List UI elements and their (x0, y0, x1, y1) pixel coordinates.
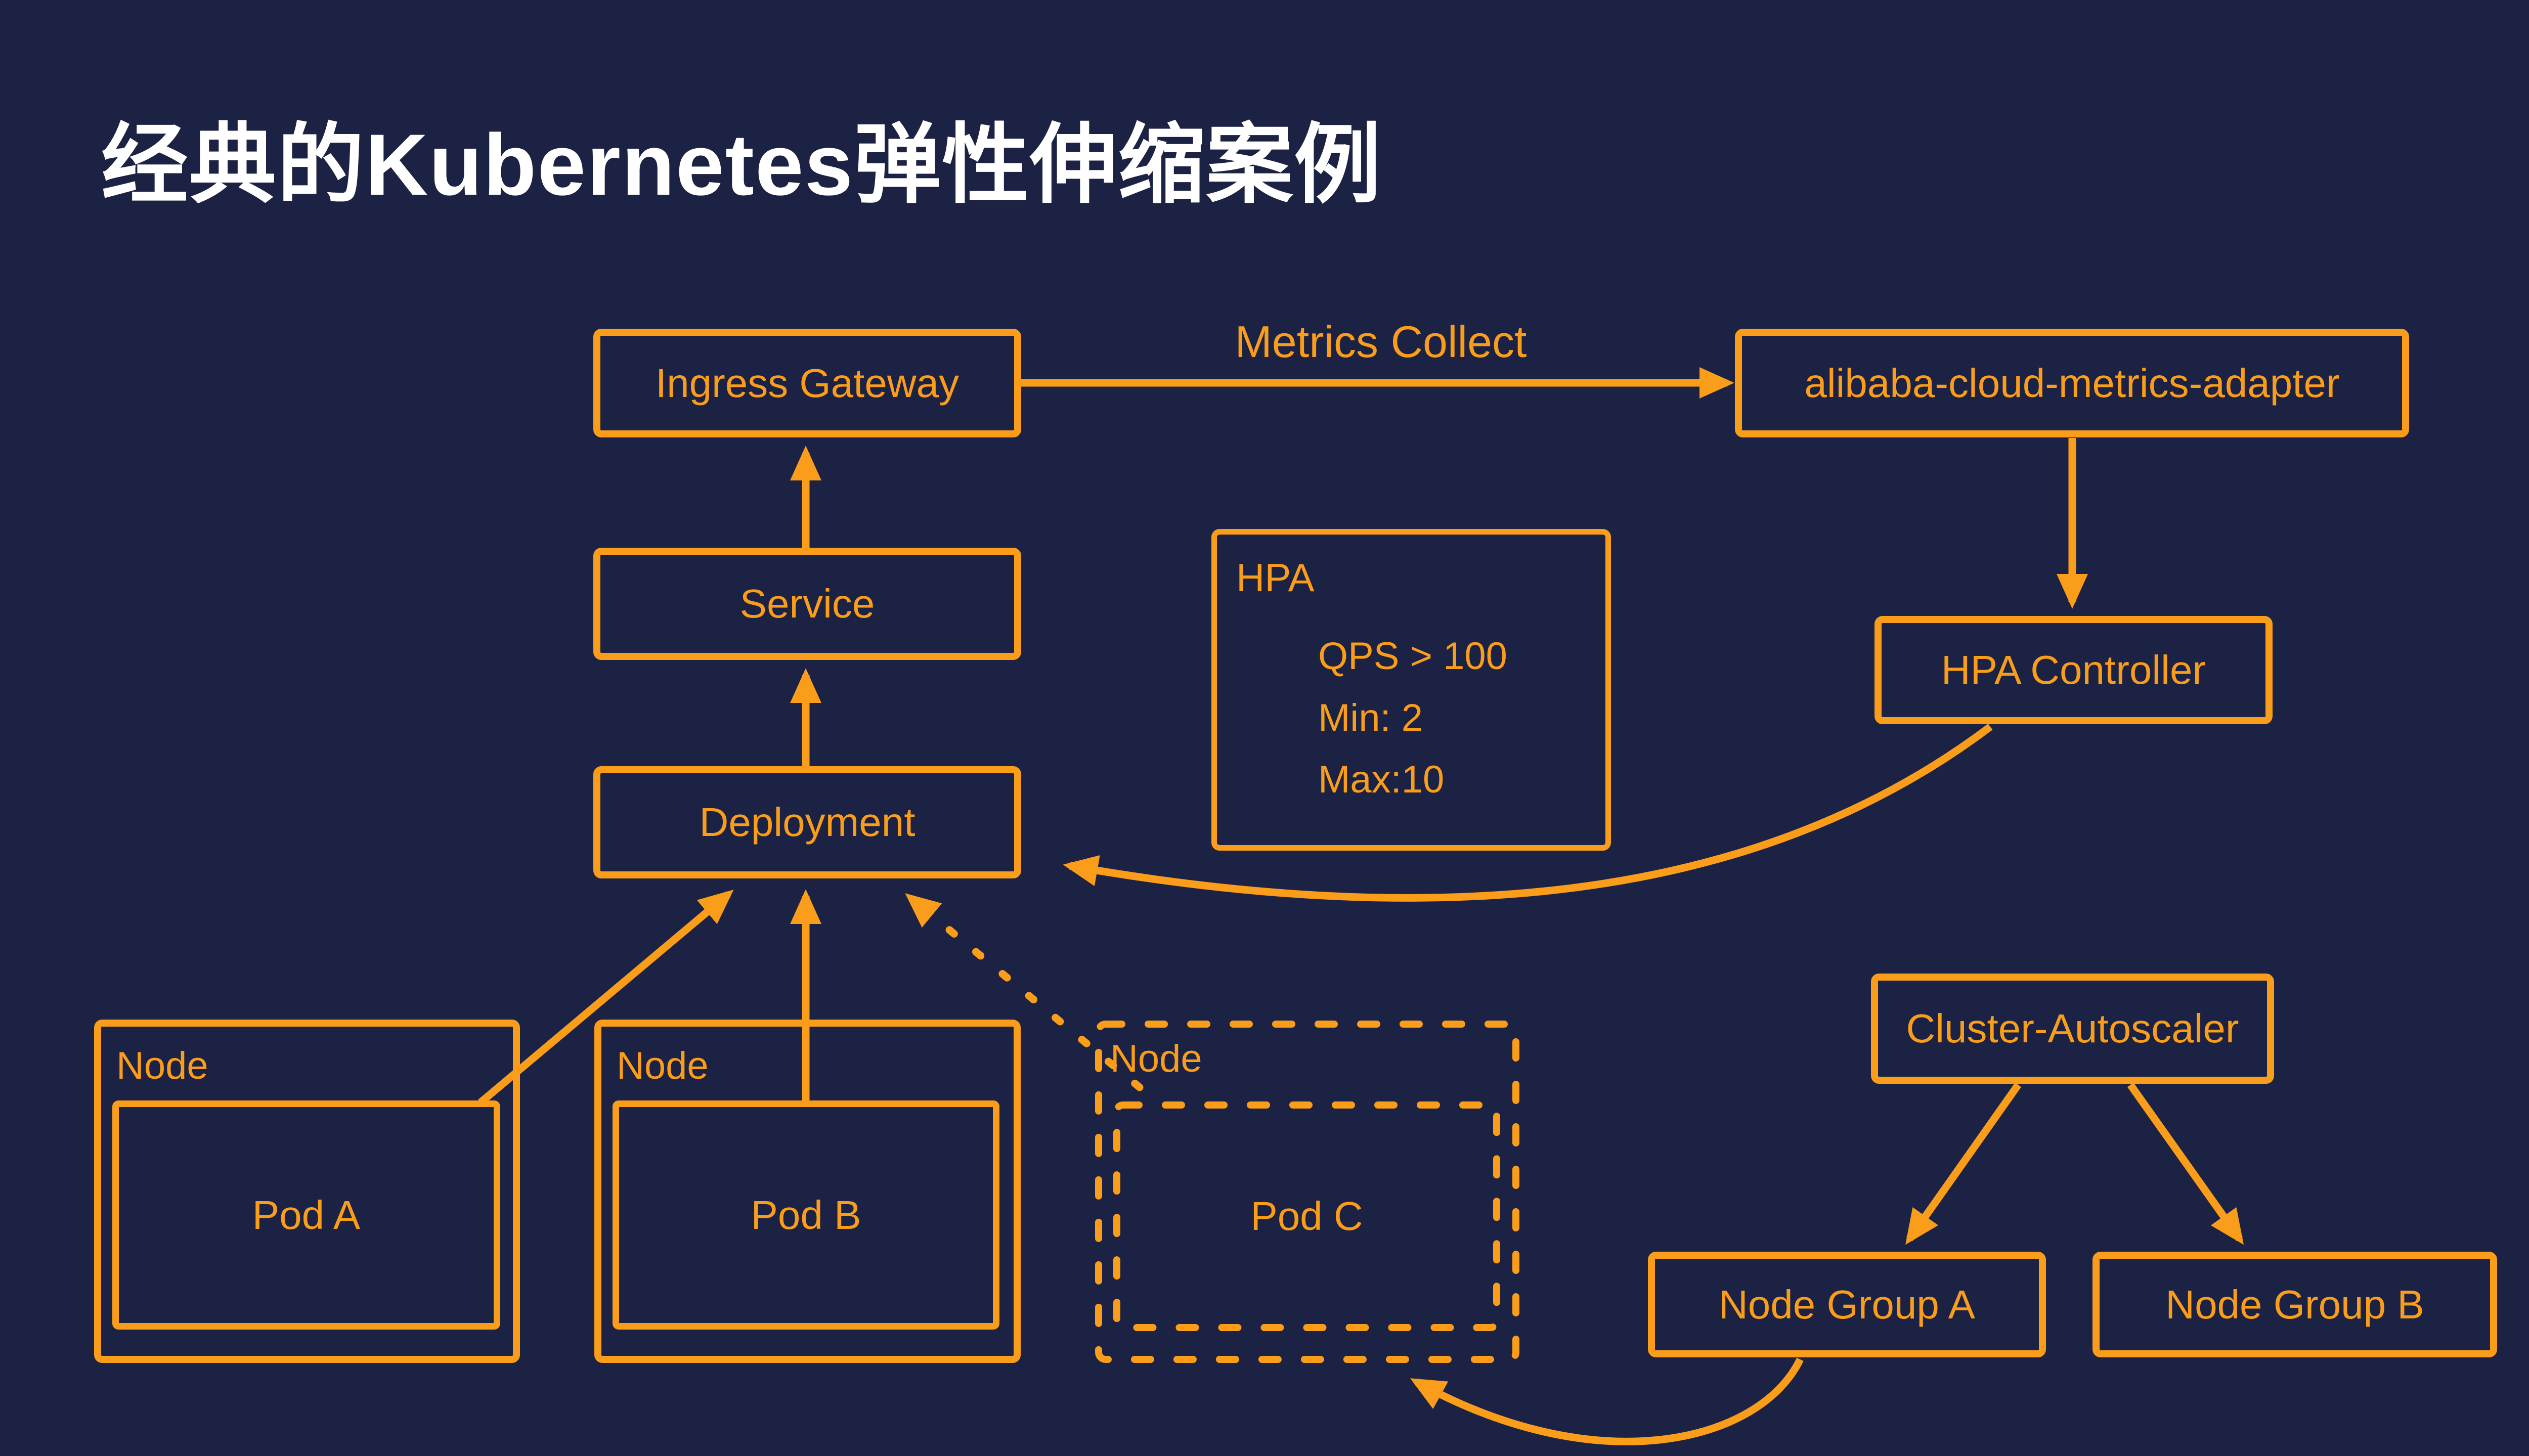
node-b-box: Node Pod B (594, 1020, 1021, 1363)
node-c-label: Node (1110, 1037, 1202, 1080)
node-group-a-label: Node Group A (1719, 1282, 1975, 1327)
metrics-collect-label: Metrics Collect (1235, 317, 1527, 367)
node-group-a: Node Group A (1648, 1252, 2046, 1357)
node-group-b-label: Node Group B (2165, 1282, 2424, 1327)
node-hpa-controller: HPA Controller (1874, 616, 2273, 724)
pod-c-label: Pod C (1250, 1194, 1363, 1239)
node-a-label: Node (116, 1044, 208, 1087)
cluster-autoscaler-label: Cluster-Autoscaler (1906, 1006, 2239, 1051)
node-b-label: Node (617, 1044, 709, 1087)
node-cluster-autoscaler: Cluster-Autoscaler (1871, 974, 2274, 1084)
hpa-rule-min: Min: 2 (1318, 696, 1423, 739)
node-metrics-adapter: alibaba-cloud-metrics-adapter (1735, 329, 2409, 437)
page-title: 经典的Kubernetes弹性伸缩案例 (101, 116, 1382, 213)
ingress-gateway-label: Ingress Gateway (655, 360, 960, 406)
node-group-b: Node Group B (2092, 1252, 2497, 1357)
pod-a-label: Pod A (252, 1192, 361, 1238)
hpa-controller-label: HPA Controller (1941, 647, 2206, 692)
deployment-label: Deployment (699, 800, 915, 845)
hpa-rule-max: Max:10 (1318, 758, 1445, 801)
pod-a-box: Pod A (112, 1100, 500, 1330)
node-ingress-gateway: Ingress Gateway (593, 329, 1021, 437)
hpa-label: HPA (1236, 555, 1315, 600)
node-deployment: Deployment (593, 766, 1021, 878)
node-service: Service (593, 548, 1021, 660)
hpa-rules: QPS > 100 Min: 2 Max:10 (1318, 626, 1507, 811)
node-a-box: Node Pod A (94, 1020, 520, 1363)
node-hpa: HPA QPS > 100 Min: 2 Max:10 (1211, 529, 1611, 851)
pod-b-box: Pod B (613, 1100, 999, 1330)
service-label: Service (739, 581, 875, 626)
metrics-adapter-label: alibaba-cloud-metrics-adapter (1804, 360, 2340, 406)
pod-b-label: Pod B (751, 1192, 861, 1238)
hpa-rule-qps: QPS > 100 (1318, 635, 1507, 678)
